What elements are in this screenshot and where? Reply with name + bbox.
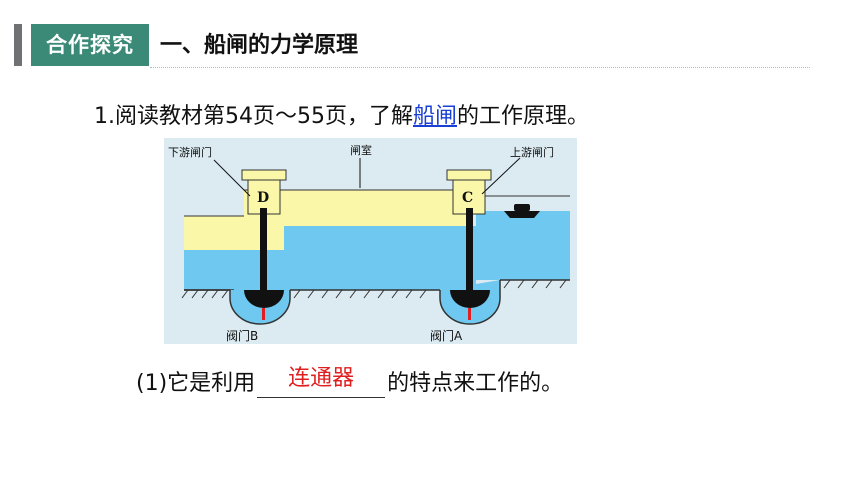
instruction-suffix: 的工作原理。 xyxy=(457,104,590,129)
label-downstream-gate: 下游闸门 xyxy=(168,145,212,159)
question-prefix: (1)它是利用 xyxy=(136,371,256,396)
header-accent-strip xyxy=(14,24,22,66)
downstream-water xyxy=(184,250,284,290)
instruction-prefix: 1.阅读教材第54页～55页，了解 xyxy=(94,104,413,129)
instruction-text: 1.阅读教材第54页～55页，了解船闸的工作原理。 xyxy=(94,100,589,134)
valve-a xyxy=(450,290,490,308)
ship-lock-link[interactable]: 船闸 xyxy=(412,104,457,129)
gate-c-cap xyxy=(446,169,492,181)
header-divider xyxy=(150,67,810,68)
upstream-water xyxy=(476,211,570,280)
question-suffix: 的特点来工作的。 xyxy=(387,371,564,396)
ship-lock-diagram: 下游闸门 闸室 上游闸门 D C 阀门B 阀门A xyxy=(164,138,577,344)
answer-blank: 连通器 xyxy=(257,366,386,398)
section-badge: 合作探究 xyxy=(31,24,149,66)
label-valve-a: 阀门A xyxy=(430,328,463,343)
question-1: (1)它是利用 连通器 的特点来工作的。 xyxy=(136,366,563,402)
valve-b-marker xyxy=(262,308,265,320)
section-title: 一、船闸的力学原理 xyxy=(160,33,359,58)
label-chamber: 闸室 xyxy=(350,143,372,157)
gate-d-cap xyxy=(241,169,287,181)
label-gate-c: C xyxy=(462,190,473,206)
answer-text: 连通器 xyxy=(288,366,355,391)
label-gate-d: D xyxy=(257,190,269,206)
chamber-water xyxy=(284,226,476,290)
valve-a-marker xyxy=(468,308,471,320)
gate-c-blade xyxy=(466,208,473,294)
label-valve-b: 阀门B xyxy=(226,328,258,343)
gate-d-blade xyxy=(260,208,267,294)
valve-b xyxy=(244,290,284,308)
boat-icon xyxy=(504,204,540,218)
label-upstream-gate: 上游闸门 xyxy=(510,145,554,159)
